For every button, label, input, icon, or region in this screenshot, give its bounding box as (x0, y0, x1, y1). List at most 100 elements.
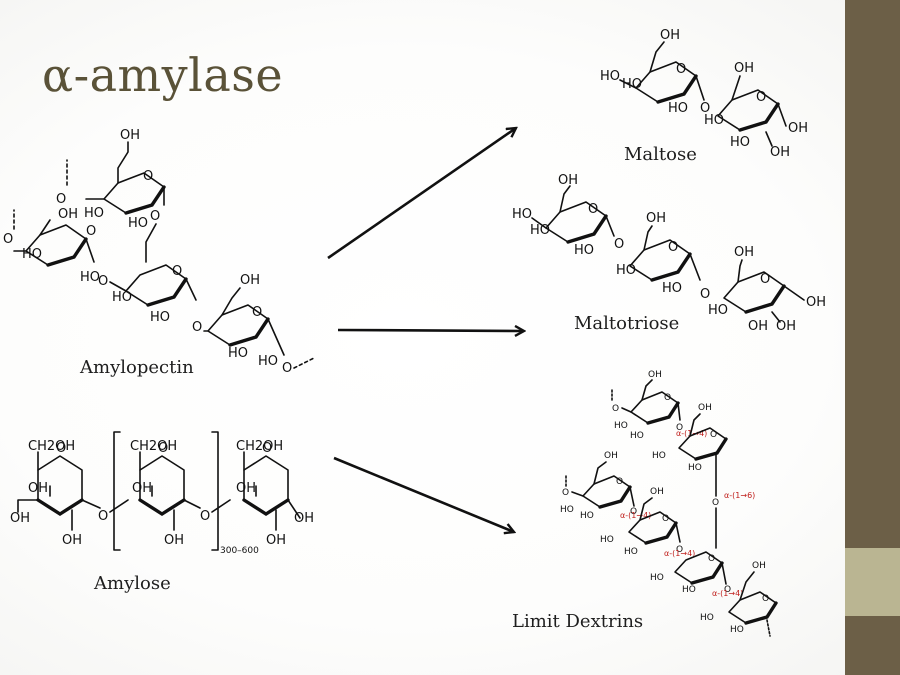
amylopectin-label: Amylopectin (80, 357, 194, 378)
atom-oh: OH (236, 481, 256, 496)
atom-ho: HO (600, 69, 620, 84)
atom-o: O (712, 498, 719, 508)
atom-oh: OH (770, 145, 790, 160)
atom-ho: HO (22, 247, 42, 262)
atom-oh: OH (604, 451, 618, 461)
atom-oh: OH (164, 533, 184, 548)
limit-dextrins-label: Limit Dextrins (512, 611, 644, 632)
atom-ho: HO (650, 573, 664, 583)
atom-ho: HO (512, 207, 532, 222)
atom-ho: HO (730, 625, 744, 635)
atom-o: O (616, 477, 623, 487)
atom-o: O (676, 62, 686, 77)
atom-oh: OH (62, 533, 82, 548)
atom-ho: HO (622, 77, 642, 92)
atom-o: O (262, 441, 272, 456)
atom-ho: HO (630, 431, 644, 441)
atom-oh: OH (650, 487, 664, 497)
atom-oh: OH (734, 245, 754, 260)
atom-ho: HO (112, 290, 132, 305)
atom-ho: HO (682, 585, 696, 595)
atom-o: O (664, 393, 671, 403)
atom-ho: HO (688, 463, 702, 473)
atom-ch2oh: CH2OH (130, 439, 177, 454)
atom-o: O (614, 237, 624, 252)
maltotriose-label: Maltotriose (574, 313, 680, 334)
atom-o: O (612, 404, 619, 414)
atom-ch2oh: CH2OH (28, 439, 75, 454)
atom-o: O (252, 305, 262, 320)
atom-o: O (192, 320, 202, 335)
atom-ho: HO (616, 263, 636, 278)
maltose-structure: O OH HO HO HO O O OH HO HO OH OH (600, 28, 808, 160)
atom-ho: HO (700, 613, 714, 623)
atom-o: O (724, 585, 731, 595)
atom-o: O (760, 272, 770, 287)
atom-ho: HO (84, 206, 104, 221)
atom-oh: OH (776, 319, 796, 334)
linkage-label: α-(1→4) (620, 511, 651, 520)
atom-o: O (700, 287, 710, 302)
atom-oh: OH (806, 295, 826, 310)
atom-oh: OH (646, 211, 666, 226)
repeat-count: 300–600 (220, 546, 259, 556)
atom-o: O (56, 441, 66, 456)
atom-ho: HO (708, 303, 728, 318)
atom-oh: OH (10, 511, 30, 526)
atom-o: O (3, 232, 13, 247)
atom-o: O (630, 507, 637, 517)
atom-ho: HO (560, 505, 574, 515)
slide-title: α-amylase (42, 48, 284, 102)
atom-oh: OH (660, 28, 680, 43)
limit-dextrins-structure: O OH O HO HO O α-(1→4) O OH HO HO O α-(1… (560, 370, 778, 637)
amylose-structure: O CH2OH OH OH OH O 300–600 O CH2OH OH OH… (10, 431, 314, 556)
maltotriose-structure: O OH HO HO HO O O OH HO HO O O OH HO OH … (512, 173, 826, 334)
atom-o: O (700, 101, 710, 116)
atom-o: O (676, 423, 683, 433)
atom-oh: OH (734, 61, 754, 76)
atom-o: O (86, 224, 96, 239)
atom-oh: OH (648, 370, 662, 380)
atom-ho: HO (614, 421, 628, 431)
linkage-label: α-(1→6) (724, 491, 755, 500)
atom-ho: HO (574, 243, 594, 258)
atom-ho: HO (228, 346, 248, 361)
atom-ho: HO (80, 270, 100, 285)
atom-o: O (200, 509, 210, 524)
atom-o: O (150, 209, 160, 224)
linkage-label: α-(1→4) (712, 589, 743, 598)
sidebar-band-accent (845, 548, 900, 616)
atom-oh: OH (752, 561, 766, 571)
atom-ho: HO (580, 511, 594, 521)
maltose-label: Maltose (624, 144, 697, 165)
atom-o: O (56, 192, 66, 207)
arrow-to-maltotriose (337, 330, 524, 331)
amylose-label: Amylose (94, 573, 171, 594)
atom-o: O (588, 202, 598, 217)
atom-o: O (708, 554, 715, 564)
atom-ho: HO (258, 354, 278, 369)
atom-ho: HO (652, 451, 666, 461)
atom-oh: OH (120, 128, 140, 143)
atom-o: O (676, 545, 683, 555)
atom-ho: HO (668, 101, 688, 116)
atom-o: O (98, 274, 108, 289)
atom-oh: OH (240, 273, 260, 288)
atom-ho: HO (600, 535, 614, 545)
atom-o: O (762, 594, 769, 604)
atom-ho: HO (704, 113, 724, 128)
linkage-label: α-(1→4) (664, 549, 695, 558)
atom-ho: HO (624, 547, 638, 557)
atom-o: O (172, 264, 182, 279)
atom-o: O (710, 430, 717, 440)
linkage-label: α-(1→4) (676, 429, 707, 438)
atom-o: O (662, 514, 669, 524)
atom-oh: OH (266, 533, 286, 548)
atom-oh: OH (58, 207, 78, 222)
atom-ho: HO (662, 281, 682, 296)
atom-oh: OH (28, 481, 48, 496)
arrow-to-maltose (327, 128, 516, 260)
sidebar-band-top (845, 0, 900, 548)
